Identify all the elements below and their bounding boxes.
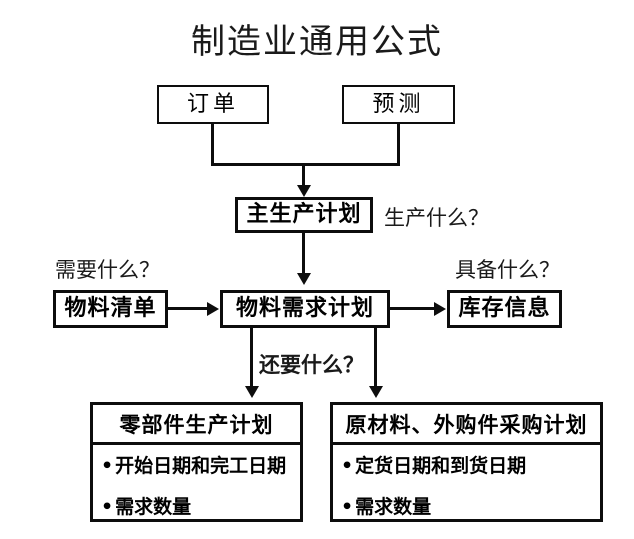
connector-order-stem — [211, 124, 214, 166]
connector-junction-to-mps — [302, 163, 305, 187]
panel-material-purchase-plan-title: 原材料、外购件采购计划 — [345, 412, 588, 437]
node-inventory-info[interactable]: 库存信息 — [447, 290, 562, 328]
node-bill-of-materials[interactable]: 物料清单 — [53, 290, 168, 328]
node-master-production-schedule[interactable]: 主生产计划 — [235, 197, 373, 233]
annotation-what-to-produce: 生产什么？ — [384, 206, 489, 230]
connector-junction-bar — [211, 163, 400, 166]
list-item-label: 开始日期和完工日期 — [115, 455, 287, 477]
panel-material-purchase-plan-header: 原材料、外购件采购计划 — [333, 405, 600, 445]
connector-mrp-to-inventory — [390, 307, 435, 310]
list-item-label: 需求数量 — [355, 496, 432, 518]
connector-forecast-stem — [397, 124, 400, 166]
page-title: 制造业通用公式 — [191, 22, 443, 62]
list-item: • 开始日期和完工日期 — [101, 451, 300, 478]
panel-material-purchase-plan[interactable]: 原材料、外购件采购计划 • 定货日期和到货日期 • 需求数量 — [330, 402, 603, 522]
node-inventory-label: 库存信息 — [458, 296, 551, 321]
bullet-icon: • — [101, 455, 114, 477]
node-mps-label: 主生产计划 — [246, 202, 362, 227]
node-order[interactable]: 订单 — [157, 85, 269, 124]
annotation-what-is-needed: 需要什么？ — [55, 258, 160, 282]
connector-mps-to-mrp — [302, 233, 305, 275]
arrowhead-to-purchase-plan — [369, 386, 383, 398]
connector-mrp-to-parts-plan — [250, 328, 253, 388]
panel-parts-production-plan-body: • 开始日期和完工日期 • 需求数量 — [93, 445, 300, 519]
node-order-label: 订单 — [186, 91, 239, 117]
bullet-icon: • — [101, 496, 114, 518]
connector-mrp-to-purchase-plan — [374, 328, 377, 388]
connector-bom-to-mrp — [168, 307, 208, 310]
arrowhead-to-inventory — [434, 302, 446, 316]
list-item: • 需求数量 — [101, 492, 300, 519]
bullet-icon: • — [341, 496, 354, 518]
node-material-requirement-plan[interactable]: 物料需求计划 — [220, 290, 390, 328]
node-forecast-label: 预测 — [372, 91, 425, 117]
arrowhead-to-parts-plan — [245, 386, 259, 398]
annotation-what-else-needed: 还要什么？ — [259, 353, 364, 377]
arrowhead-to-mrp — [297, 273, 311, 285]
list-item: • 需求数量 — [341, 492, 600, 519]
panel-parts-production-plan-title: 零部件生产计划 — [119, 412, 274, 437]
list-item-label: 需求数量 — [115, 496, 192, 518]
node-bom-label: 物料清单 — [64, 296, 157, 321]
panel-parts-production-plan-header: 零部件生产计划 — [93, 405, 300, 445]
bullet-icon: • — [341, 455, 354, 477]
panel-parts-production-plan[interactable]: 零部件生产计划 • 开始日期和完工日期 • 需求数量 — [90, 402, 303, 522]
arrowhead-to-mrp-left — [207, 302, 219, 316]
node-mrp-label: 物料需求计划 — [235, 296, 374, 321]
node-forecast[interactable]: 预测 — [342, 85, 455, 124]
arrowhead-to-mps — [297, 185, 311, 197]
list-item: • 定货日期和到货日期 — [341, 451, 600, 478]
panel-material-purchase-plan-body: • 定货日期和到货日期 • 需求数量 — [333, 445, 600, 519]
list-item-label: 定货日期和到货日期 — [355, 455, 527, 477]
annotation-what-is-available: 具备什么？ — [455, 258, 560, 282]
